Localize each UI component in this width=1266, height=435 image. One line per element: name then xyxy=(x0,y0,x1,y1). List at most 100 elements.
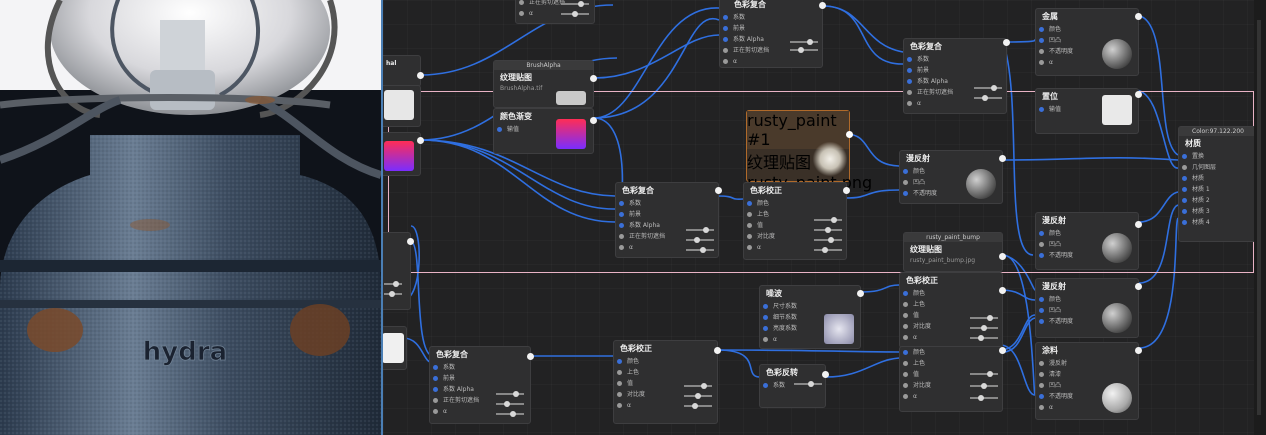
node-slider[interactable] xyxy=(814,237,842,243)
node-noise[interactable]: 噪波 尺寸系数 细节系数 亮度系数 α xyxy=(759,285,864,349)
socket-label[interactable]: α xyxy=(1036,57,1138,68)
socket-label[interactable]: 对比度 xyxy=(614,389,717,400)
node-slider[interactable] xyxy=(974,85,1002,91)
socket-label[interactable]: 颜色 xyxy=(900,288,1002,299)
socket-label[interactable]: 颜色 xyxy=(1036,294,1138,305)
socket-label[interactable]: 值 xyxy=(614,378,717,389)
node-slider[interactable] xyxy=(561,1,589,7)
output-socket[interactable] xyxy=(999,253,1006,260)
node-diffuse[interactable]: 漫反射 颜色 凹凸 不透明度 xyxy=(1035,212,1142,270)
socket-label[interactable]: 细节系数 xyxy=(760,312,860,323)
node-color-mix[interactable]: 色彩复合 系数 前景 系数 Alpha 正在剪切遮挡 α xyxy=(615,182,722,258)
socket-label[interactable]: 材质 xyxy=(1179,173,1257,184)
socket-label[interactable]: α xyxy=(744,242,846,253)
socket-label[interactable]: 不透明度 xyxy=(1036,316,1138,327)
socket-label[interactable]: 颜色 xyxy=(1036,228,1138,239)
node-graph-canvas[interactable]: 正在剪切遮挡 α 色彩复合 系数 前景 系数 Alpha 正在剪切遮挡 α 色彩… xyxy=(383,0,1266,435)
socket-label[interactable]: 凹凸 xyxy=(1036,239,1138,250)
socket-label[interactable]: α xyxy=(516,8,594,19)
output-socket[interactable] xyxy=(843,187,850,194)
output-socket[interactable] xyxy=(527,353,534,360)
socket-label[interactable]: 前景 xyxy=(904,65,1006,76)
socket-label[interactable]: 颜色 xyxy=(900,347,1002,358)
node-color-correction[interactable]: 色彩校正 颜色 上色 值 对比度 α xyxy=(613,340,721,424)
node-partial-left[interactable] xyxy=(383,232,414,310)
output-socket[interactable] xyxy=(1135,91,1142,98)
node-color-correction[interactable]: 色彩校正 颜色 上色 值 对比度 α xyxy=(899,272,1006,348)
socket-label[interactable]: α xyxy=(1036,402,1138,413)
node-slider[interactable] xyxy=(974,95,1002,101)
socket-label[interactable]: 系数 xyxy=(616,198,718,209)
socket-label[interactable]: 颜色 xyxy=(900,166,1002,177)
socket-label[interactable]: 正在剪切遮挡 xyxy=(616,231,718,242)
socket-label[interactable]: 正在剪切遮挡 xyxy=(904,87,1006,98)
node-slider[interactable] xyxy=(684,403,712,409)
socket-label[interactable]: 凹凸 xyxy=(1036,305,1138,316)
node-slider[interactable] xyxy=(561,11,589,17)
output-socket[interactable] xyxy=(999,287,1006,294)
node-slider[interactable] xyxy=(496,391,524,397)
node-color-correction[interactable]: 颜色 上色 值 对比度 α xyxy=(899,346,1006,412)
socket-label[interactable]: 颜色 xyxy=(614,356,717,367)
node-slider[interactable] xyxy=(384,281,402,287)
socket-label[interactable]: 正在剪切遮挡 xyxy=(516,0,594,8)
node-slider[interactable] xyxy=(814,247,842,253)
output-socket[interactable] xyxy=(999,347,1006,354)
socket-label[interactable]: 置换 xyxy=(1179,151,1257,162)
socket-label[interactable]: 正在剪切遮挡 xyxy=(720,45,822,56)
output-socket[interactable] xyxy=(1135,13,1142,20)
socket-label[interactable]: 值 xyxy=(900,369,1002,380)
output-socket[interactable] xyxy=(407,238,414,245)
node-partial-top[interactable]: 正在剪切遮挡 α xyxy=(515,0,595,24)
scrollbar-thumb[interactable] xyxy=(1257,20,1261,415)
node-slider[interactable] xyxy=(496,401,524,407)
node-slider[interactable] xyxy=(684,383,712,389)
socket-label[interactable]: 颜色 xyxy=(744,198,846,209)
socket-label[interactable]: 系数 xyxy=(760,380,825,391)
socket-label[interactable]: 材质 1 xyxy=(1179,184,1257,195)
node-material-output[interactable]: Color:97.122.200 材质 置换 几何图层 材质 材质 1 材质 2… xyxy=(1178,126,1258,242)
socket-label[interactable]: 系数 Alpha xyxy=(904,76,1006,87)
socket-label[interactable]: 上色 xyxy=(744,209,846,220)
node-slider[interactable] xyxy=(970,371,998,377)
socket-label[interactable]: α xyxy=(904,98,1006,109)
socket-label[interactable]: 上色 xyxy=(900,299,1002,310)
node-slider[interactable] xyxy=(684,393,712,399)
output-socket[interactable] xyxy=(1135,221,1142,228)
socket-label[interactable]: 材质 3 xyxy=(1179,206,1257,217)
socket-label[interactable]: 系数 xyxy=(720,12,822,23)
output-socket[interactable] xyxy=(1003,39,1010,46)
socket-label[interactable]: 材质 4 xyxy=(1179,217,1257,228)
output-socket[interactable] xyxy=(1135,347,1142,354)
socket-label[interactable]: 输值 xyxy=(1036,104,1138,115)
socket-label[interactable]: 凹凸 xyxy=(900,177,1002,188)
node-texture-rusty-paint[interactable]: rusty_paint #1 纹理贴图 rusty_paint.png xyxy=(746,110,872,192)
node-slider[interactable] xyxy=(384,291,402,297)
node-slider[interactable] xyxy=(496,411,524,417)
socket-label[interactable]: α xyxy=(900,391,1002,402)
render-viewport[interactable]: hydra xyxy=(0,0,381,435)
node-slider[interactable] xyxy=(790,39,818,45)
socket-label[interactable]: 对比度 xyxy=(900,380,1002,391)
socket-label[interactable]: 不透明度 xyxy=(900,188,1002,199)
node-slider[interactable] xyxy=(970,335,998,341)
socket-label[interactable]: 输值 xyxy=(494,124,593,135)
node-slider[interactable] xyxy=(686,227,714,233)
output-socket[interactable] xyxy=(714,347,721,354)
socket-label[interactable]: 值 xyxy=(744,220,846,231)
output-socket[interactable] xyxy=(715,187,722,194)
node-color-mix[interactable]: 色彩复合 系数 前景 系数 Alpha 正在剪切遮挡 α xyxy=(719,0,826,68)
node-partial-left[interactable] xyxy=(383,326,407,370)
socket-label[interactable]: α xyxy=(616,242,718,253)
node-paint[interactable]: 涂料 漫反射 清漆 凹凸 不透明度 α xyxy=(1035,342,1142,420)
node-slider[interactable] xyxy=(790,47,818,53)
socket-label[interactable]: 上色 xyxy=(614,367,717,378)
socket-label[interactable]: 正在剪切遮挡 xyxy=(430,395,530,406)
node-slider[interactable] xyxy=(814,217,842,223)
output-socket[interactable] xyxy=(417,72,424,79)
vertical-scrollbar[interactable] xyxy=(1254,0,1266,435)
node-gradient[interactable]: 颜色渐变 输值 xyxy=(493,108,597,154)
socket-label[interactable]: 系数 Alpha xyxy=(430,384,530,395)
output-socket[interactable] xyxy=(822,371,829,378)
node-slider[interactable] xyxy=(686,247,714,253)
